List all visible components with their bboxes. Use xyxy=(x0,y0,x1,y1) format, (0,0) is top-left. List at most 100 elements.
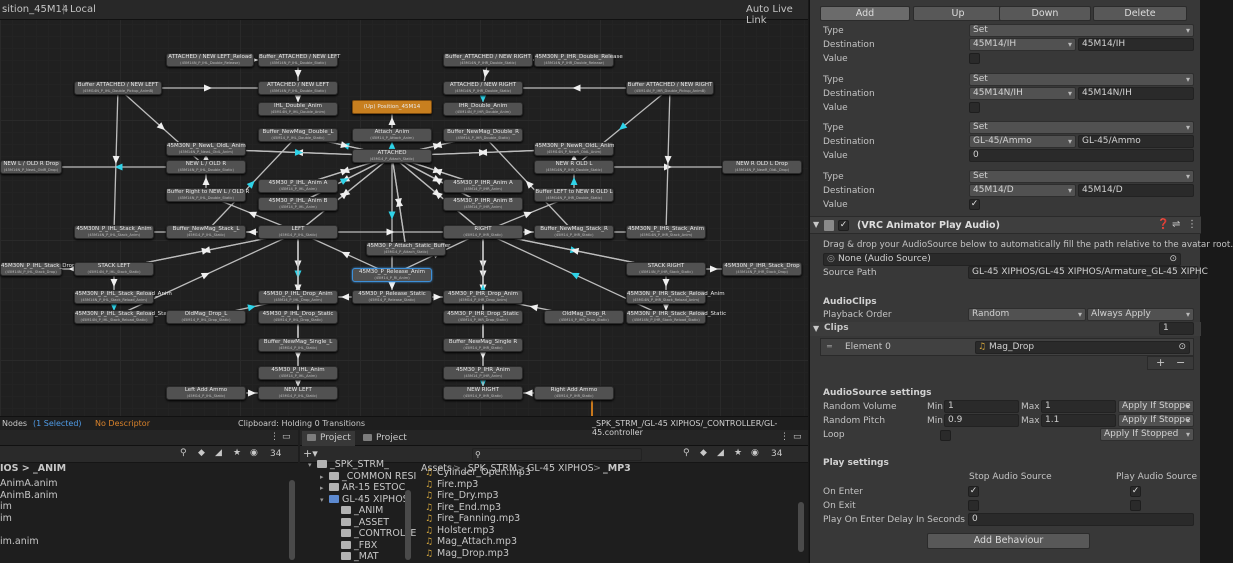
state-node[interactable]: STACK RIGHT(45M14N_P_IHR_Stack_Static) xyxy=(626,262,706,276)
transition-arrow-icon[interactable] xyxy=(248,389,256,397)
destination-field[interactable]: 45M14/IH xyxy=(1078,38,1194,51)
transition-arrow-icon[interactable] xyxy=(341,293,349,301)
state-node[interactable]: Buffer_NewMag_Single R(45M14_P_IHR_Stati… xyxy=(443,338,523,352)
state-node[interactable]: Buffer_ATTACHED / NEW RIGHT(45M14N_P_IHR… xyxy=(443,53,533,67)
state-node[interactable]: Buffer ATTACHED / NEW RIGHT(45M14N_P_IHR… xyxy=(626,81,714,95)
state-node[interactable]: OldMag_Drop_R(45M14_P_IHR_Drop_Static) xyxy=(544,310,624,324)
tree-folder[interactable]: _ASSET xyxy=(332,517,389,529)
state-node[interactable]: 45M30_P_IHL_Drop_Anim(45M14_P_IHL_Drop_A… xyxy=(258,290,338,304)
value-checkbox[interactable]: ✓ xyxy=(969,198,980,210)
asset-file[interactable]: ♫Mag_Drop.mp3 xyxy=(425,547,510,559)
transition-arrow-icon[interactable] xyxy=(204,84,212,92)
transition-arrow-icon[interactable] xyxy=(246,178,258,189)
state-node[interactable]: 45M30_P_Release_Static(45M14_P_Release_S… xyxy=(352,290,432,304)
component-header[interactable]: ▼ ✓ (VRC Animator Play Audio) ❓ ⇌ ⋮ xyxy=(810,216,1201,234)
left-list-item[interactable]: AnimB.anim xyxy=(0,489,58,501)
transition-arrow-icon[interactable] xyxy=(388,141,396,150)
stop-on-enter-checkbox[interactable]: ✓ xyxy=(968,486,979,497)
down-button[interactable]: Down xyxy=(999,6,1091,21)
transition-arrow-icon[interactable] xyxy=(388,117,396,125)
tree-folder[interactable]: _ANIM xyxy=(332,505,383,517)
foldout-arrow-icon[interactable]: ▼ xyxy=(813,220,820,229)
destination-dropdown[interactable]: 45M14/D xyxy=(969,183,1076,197)
create-asset-button[interactable]: +▾ xyxy=(303,447,318,460)
state-node[interactable]: NEW L / OLD R(45M14N_P_IHL_Double_Static… xyxy=(166,160,246,174)
state-node[interactable]: 45M30N_P_IHR_Double_Release(45M14N_P_IHR… xyxy=(534,53,623,67)
remove-element-button[interactable]: − xyxy=(1176,356,1186,369)
state-node[interactable]: (Up) Position_45M14 xyxy=(352,100,432,114)
crumb-assets[interactable]: Assets xyxy=(421,463,452,474)
transition-arrow-icon[interactable] xyxy=(340,166,350,176)
clips-size-field[interactable]: 1 xyxy=(1159,322,1194,335)
search-type-icon[interactable]: ⚲ xyxy=(180,448,187,458)
project-kebab-icon[interactable]: ⋮ xyxy=(780,432,789,442)
project-star-icon[interactable]: ★ xyxy=(734,448,743,458)
state-node[interactable]: Right Add Ammo(45M14_P_IHR_Static) xyxy=(534,386,614,400)
transition-arrow-icon[interactable] xyxy=(339,175,350,185)
asset-file[interactable]: ♫Fire_Fanning.mp3 xyxy=(425,513,521,524)
drag-handle-icon[interactable]: ═ xyxy=(827,342,832,351)
state-node[interactable]: IHR_Double_Anim(45M14N_P_IHR_Double_Anim… xyxy=(443,102,523,116)
transition-arrow-icon[interactable] xyxy=(339,189,351,200)
left-list-item[interactable]: im xyxy=(0,512,12,524)
clip-element-row[interactable]: ═ Element 0 ♫ Mag_Drop ⊙ xyxy=(820,338,1194,356)
transition-arrow-icon[interactable] xyxy=(479,148,488,156)
state-node[interactable]: 45M30N_P_NewL_OldL_Anim(45M14N_P_NewL_Ol… xyxy=(166,142,246,156)
transition-arrow-icon[interactable] xyxy=(294,70,302,78)
object-picker-icon[interactable]: ⊙ xyxy=(1169,254,1177,264)
state-node[interactable]: 45M30N_P_IHL_Stack_Drop(45M14N_P_IHL_Sta… xyxy=(0,262,75,276)
state-node[interactable]: RIGHT(45M14_P_IHR_Static) xyxy=(443,225,523,239)
playback-order-dropdown[interactable]: Random xyxy=(968,308,1086,321)
volume-min-field[interactable]: 1 xyxy=(944,400,1019,413)
transition-arrow-icon[interactable] xyxy=(156,122,168,133)
state-node[interactable]: Left Add Ammo(45M14_P_IHL_Static) xyxy=(166,386,246,400)
pitch-min-field[interactable]: 0.9 xyxy=(944,414,1019,427)
type-dropdown[interactable]: Set xyxy=(969,72,1194,86)
graph-tab-title[interactable]: sition_45M14 xyxy=(2,4,69,15)
pitch-apply-dropdown[interactable]: Apply If Stoppe xyxy=(1118,414,1194,427)
project-label-icon[interactable]: ◢ xyxy=(717,448,724,458)
destination-field[interactable]: GL-45/Ammo xyxy=(1078,135,1194,148)
left-list-item[interactable]: AnimA.anim xyxy=(0,478,58,489)
state-node[interactable]: IHL_Double_Anim(45M14N_P_IHL_Double_Anim… xyxy=(258,102,338,116)
filter-icon[interactable]: ◆ xyxy=(198,448,205,458)
state-node[interactable]: STACK LEFT(45M14N_P_IHL_Stack_Static) xyxy=(74,262,154,276)
state-node[interactable]: 45M30N_P_NewR_OldL_Anim(45M14N_P_NewR_Ol… xyxy=(534,142,615,156)
state-node[interactable]: Buffer_ATTACHED / NEW LEFT(45M14N_P_IHL_… xyxy=(258,53,340,67)
transition-arrow-icon[interactable] xyxy=(479,351,487,359)
value-checkbox[interactable] xyxy=(969,101,980,113)
state-node[interactable]: 45M30_P_IHL_Anim A(45M14_P_IHL_Anim) xyxy=(258,179,338,193)
destination-dropdown[interactable]: GL-45/Ammo xyxy=(969,135,1076,148)
volume-apply-dropdown[interactable]: Apply If Stoppe xyxy=(1118,400,1194,413)
type-dropdown[interactable]: Set xyxy=(969,121,1194,134)
state-node[interactable]: NEW R OLD L(45M14N_P_IHR_Double_Static) xyxy=(534,160,614,174)
state-node[interactable]: Buffer ATTACHED / NEW LEFT(45M14N_P_IHL_… xyxy=(74,81,162,95)
crumb-mp3[interactable]: _MP3 xyxy=(603,463,631,474)
asset-file[interactable]: ♫Fire_Dry.mp3 xyxy=(425,490,499,501)
value-checkbox[interactable] xyxy=(969,53,980,64)
transition-arrow-icon[interactable] xyxy=(617,122,628,132)
tree-folder[interactable]: ▸AR-15 ESTOC xyxy=(320,482,406,493)
transition-arrow-icon[interactable] xyxy=(294,148,303,156)
left-list-item[interactable]: im.anim xyxy=(0,535,39,547)
loop-checkbox[interactable] xyxy=(940,430,951,441)
transition-arrow-icon[interactable] xyxy=(202,177,210,185)
project-search-type-icon[interactable]: ⚲ xyxy=(683,448,690,458)
transition-arrow-icon[interactable] xyxy=(114,163,123,171)
asset-file[interactable]: ♫Mag_Attach.mp3 xyxy=(425,536,517,547)
transition-arrow-icon[interactable] xyxy=(110,303,118,311)
state-node[interactable]: ATTACHED / NEW LEFT_Reload(45M14N_P_IHL_… xyxy=(166,53,254,67)
transition-arrow-icon[interactable] xyxy=(664,155,672,164)
transition-arrow-icon[interactable] xyxy=(247,303,256,312)
state-node[interactable]: 45M30N_P_IHL_Stack_Reload_Anim(45M14N_P_… xyxy=(74,290,172,304)
transition-arrow-icon[interactable] xyxy=(433,141,443,150)
tree-folder[interactable]: ▾_SPK_STRM_ xyxy=(308,459,389,470)
loop-apply-dropdown[interactable]: Apply If Stopped xyxy=(1100,428,1194,441)
transition-arrow-icon[interactable] xyxy=(340,249,351,259)
type-dropdown[interactable]: Set xyxy=(969,169,1194,183)
transition-arrow-icon[interactable] xyxy=(710,265,718,273)
transition-arrow-icon[interactable] xyxy=(201,246,210,255)
state-node[interactable]: 45M30_P_IHR_Drop_Static(45M14_P_IHR_Drop… xyxy=(443,310,523,324)
transition-arrow-icon[interactable] xyxy=(247,209,258,219)
transition-arrow-icon[interactable] xyxy=(112,155,120,164)
